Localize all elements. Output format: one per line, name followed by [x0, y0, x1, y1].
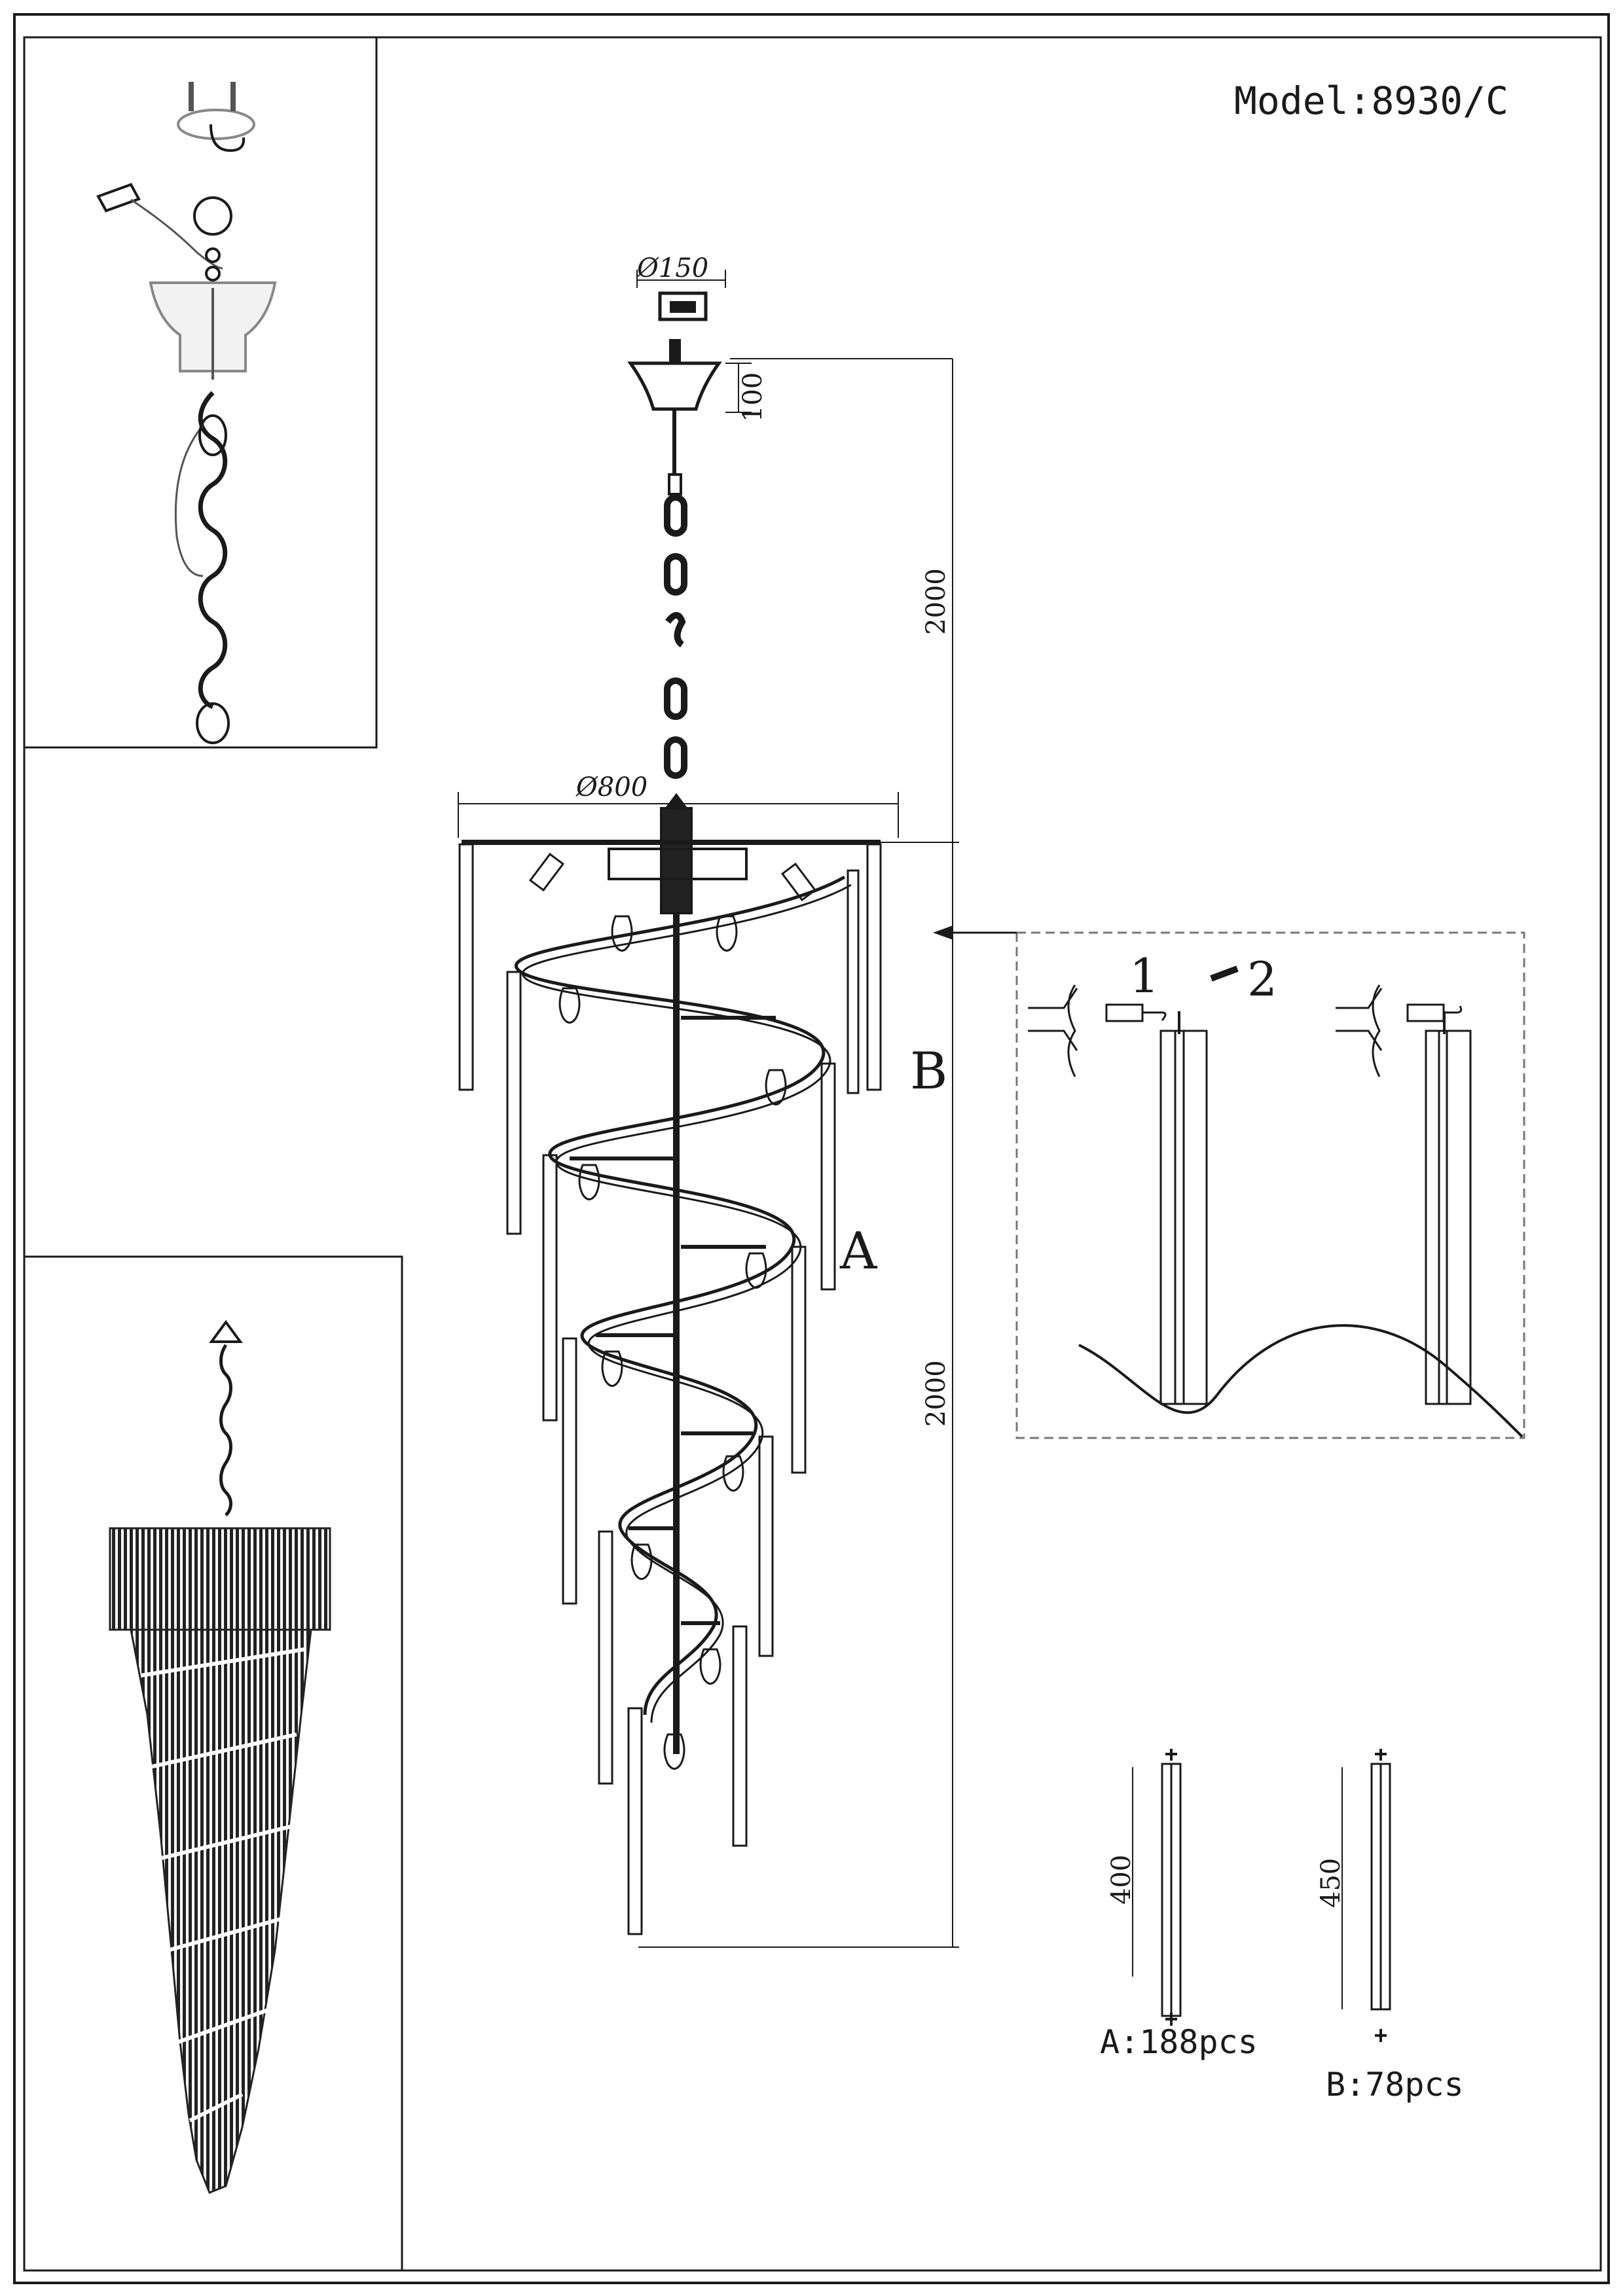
- spiral-band: [514, 875, 846, 1715]
- body-height-label: 2000: [921, 1360, 951, 1427]
- swing-curve: [1078, 1324, 1523, 1438]
- crystal-b-count: B:78pcs: [1326, 2066, 1464, 2104]
- hanging-loop: [193, 196, 232, 236]
- chain-length-label: 2000: [921, 568, 951, 635]
- mounting-plate: [177, 109, 255, 140]
- crystal-b-length-label: 450: [1316, 1857, 1346, 1908]
- canopy-diameter-label: Ø150: [637, 253, 709, 283]
- installation-inset-frame: [23, 36, 378, 749]
- detail-drawing: [1028, 965, 1523, 1438]
- product-photo-frame: [23, 1255, 403, 2272]
- main-elevation: [458, 291, 882, 1935]
- supply-wire: [130, 198, 223, 270]
- body-diameter-label: Ø800: [576, 772, 648, 802]
- model-number: Model:8930/C: [1234, 79, 1509, 123]
- tier-b-label: B: [910, 1042, 948, 1101]
- canopy-bracket: [658, 291, 708, 321]
- spiral-cascade: [130, 1628, 312, 2194]
- dimension-lines: [458, 270, 1343, 2009]
- inset-wire: [174, 425, 204, 577]
- crystal-a-count: A:188pcs: [1100, 2023, 1258, 2061]
- crystal-pieces: [1161, 1749, 1391, 2042]
- top-drum: [109, 1527, 331, 1631]
- silhouette-chain: [219, 1344, 232, 1516]
- tier-a-label: A: [840, 1222, 877, 1281]
- crystal-a-length-label: 400: [1106, 1854, 1137, 1905]
- canopy: [627, 361, 722, 411]
- wire-connector: [96, 183, 141, 213]
- product-silhouette: [109, 1319, 331, 2194]
- crystal-strips: [458, 843, 882, 1935]
- detail-step-1: 1: [1129, 948, 1159, 1003]
- inset-chain: [198, 391, 228, 709]
- top-cone: [664, 793, 689, 810]
- canopy-height-label: 100: [738, 372, 768, 422]
- inner-border: [23, 36, 1602, 2272]
- detail-step-2: 2: [1247, 952, 1277, 1007]
- installation-sketch: [96, 82, 277, 744]
- candle-bulbs: [528, 852, 817, 1770]
- ceiling-hook: [210, 124, 246, 152]
- crystal-detail-frame: [1015, 931, 1525, 1439]
- main-chain: [664, 494, 687, 779]
- candle-arms: [570, 1016, 776, 1625]
- page-border: [13, 13, 1610, 2284]
